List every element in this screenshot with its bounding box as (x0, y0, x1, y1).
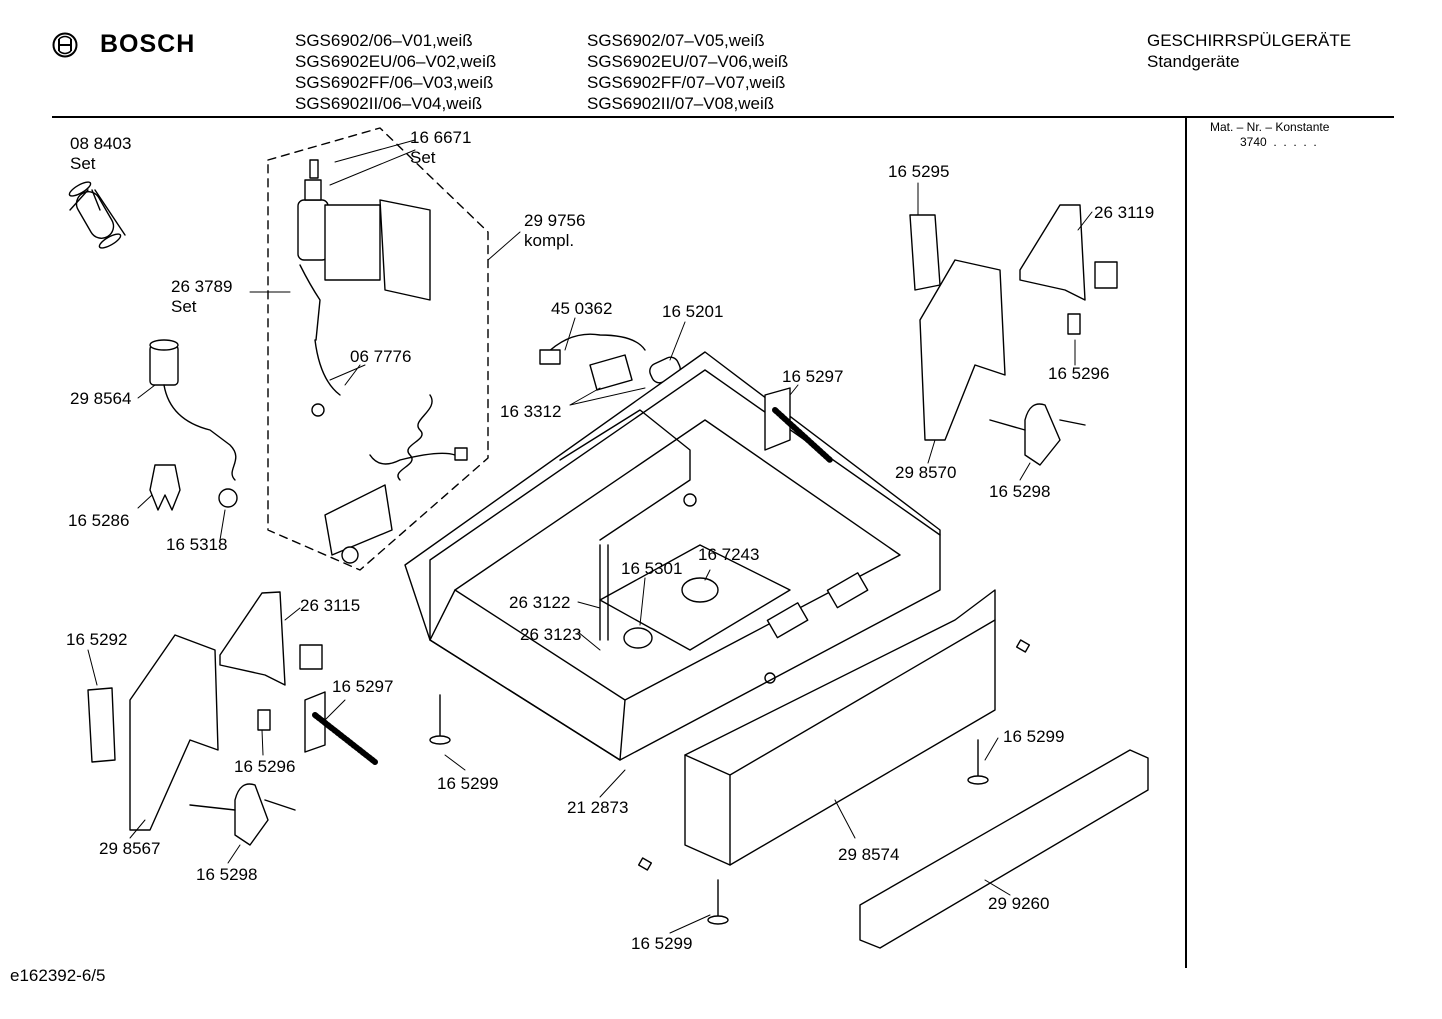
models-column-2: SGS6902/07–V05,weiß SGS6902EU/07–V06,wei… (587, 30, 788, 114)
model-line: SGS6902EU/07–V06,weiß (587, 52, 789, 71)
part-label-16-5292: 16 5292 (66, 630, 128, 649)
bracket-16-5292 (87, 687, 116, 763)
part-label-29-8564: 29 8564 (70, 389, 132, 408)
subcategory-title: Standgeräte (1147, 52, 1240, 71)
part-label-16-5296-left: 16 5296 (234, 757, 296, 776)
model-line: SGS6902FF/06–V03,weiß (295, 73, 494, 92)
part-label-16-5296-right: 16 5296 (1048, 364, 1110, 383)
brand-name: BOSCH (100, 30, 196, 58)
part-label-08-8403: 08 8403 Set (70, 134, 132, 173)
model-line: SGS6902/07–V05,weiß (587, 31, 765, 50)
front-plinth (684, 589, 996, 866)
sensor-board (324, 484, 393, 556)
model-line: SGS6902/06–V01,weiß (295, 31, 473, 50)
side-bracket-29-8570 (919, 259, 1006, 441)
sensor-16-5298-right (1024, 403, 1061, 466)
part-label-16-5299-b: 16 5299 (1003, 727, 1065, 746)
part-label-26-3115: 26 3115 (300, 596, 361, 615)
category-title: GESCHIRRSPÜLGERÄTE (1147, 31, 1352, 50)
part-label-29-9756: 29 9756 kompl. (524, 211, 586, 250)
bracket-16-5295 (909, 214, 941, 291)
foot-screw-1 (429, 694, 451, 745)
part-label-29-8574: 29 8574 (838, 845, 900, 864)
part-label-26-3789: 26 3789 Set (171, 277, 233, 316)
part-label-21-2873: 21 2873 (567, 798, 629, 817)
hose-bracket (149, 464, 181, 511)
foot-screw-2 (967, 739, 989, 785)
side-column-rule (1185, 116, 1187, 968)
document-id: e162392-6/5 (10, 966, 106, 985)
part-label-29-8567: 29 8567 (99, 839, 161, 858)
base-tub (404, 351, 941, 761)
spring-left (304, 691, 378, 765)
part-label-16-5297-right: 16 5297 (782, 367, 844, 386)
part-label-16-5298-right: 16 5298 (989, 482, 1051, 501)
drain-hose-connector (149, 339, 238, 508)
header-rule (52, 116, 1394, 118)
model-line: SGS6902EU/06–V02,weiß (295, 52, 497, 71)
category-block: GESCHIRRSPÜLGERÄTE Standgeräte (1147, 30, 1351, 72)
part-label-16-5286: 16 5286 (68, 511, 130, 530)
part-label-26-3123: 26 3123 (520, 625, 582, 644)
part-label-29-8570: 29 8570 (895, 463, 957, 482)
model-line: SGS6902FF/07–V07,weiß (587, 73, 786, 92)
models-column-1: SGS6902/06–V01,weiß SGS6902EU/06–V02,wei… (295, 30, 496, 114)
brand-logo: BOSCH (52, 30, 195, 59)
part-label-16-3312: 16 3312 (500, 402, 562, 421)
part-label-16-5298-left: 16 5298 (196, 865, 258, 884)
side-bracket-29-8567 (129, 634, 219, 831)
side-note-value: 3740 . . . . . (1240, 135, 1317, 149)
coiled-hose (369, 394, 456, 481)
part-label-16-6671: 16 6671 Set (410, 128, 472, 167)
part-label-16-5295: 16 5295 (888, 162, 950, 181)
part-label-16-7243: 16 7243 (698, 545, 760, 564)
foot-screw-3 (707, 879, 729, 925)
part-label-16-5301: 16 5301 (621, 559, 683, 578)
bracket-26-3115 (219, 591, 286, 686)
cable-harness (544, 333, 646, 356)
part-label-45-0362: 45 0362 (551, 299, 613, 318)
side-note-title: Mat. – Nr. – Konstante (1210, 120, 1330, 134)
kick-plate (859, 749, 1149, 949)
bracket-26-3119 (1019, 204, 1086, 301)
part-label-29-9260: 29 9260 (988, 894, 1050, 913)
valve-assembly (297, 159, 431, 417)
part-label-26-3122: 26 3122 (509, 593, 571, 612)
part-label-16-5299-c: 16 5299 (631, 934, 693, 953)
part-label-06-7776: 06 7776 (350, 347, 412, 366)
sensor-16-5298-left (234, 783, 269, 846)
part-label-16-5201: 16 5201 (662, 302, 724, 321)
model-line: SGS6902II/06–V04,weiß (295, 94, 483, 113)
part-label-26-3119: 26 3119 (1094, 203, 1155, 222)
leader-lines (87, 139, 1093, 934)
bosch-armature-icon (52, 32, 78, 57)
model-line: SGS6902II/07–V08,weiß (587, 94, 775, 113)
assembly-dashed-frame (267, 127, 489, 571)
part-label-16-5297-left: 16 5297 (332, 677, 394, 696)
part-label-16-5318: 16 5318 (166, 535, 228, 554)
spring-right (764, 387, 833, 463)
part-label-16-5299-a: 16 5299 (437, 774, 499, 793)
